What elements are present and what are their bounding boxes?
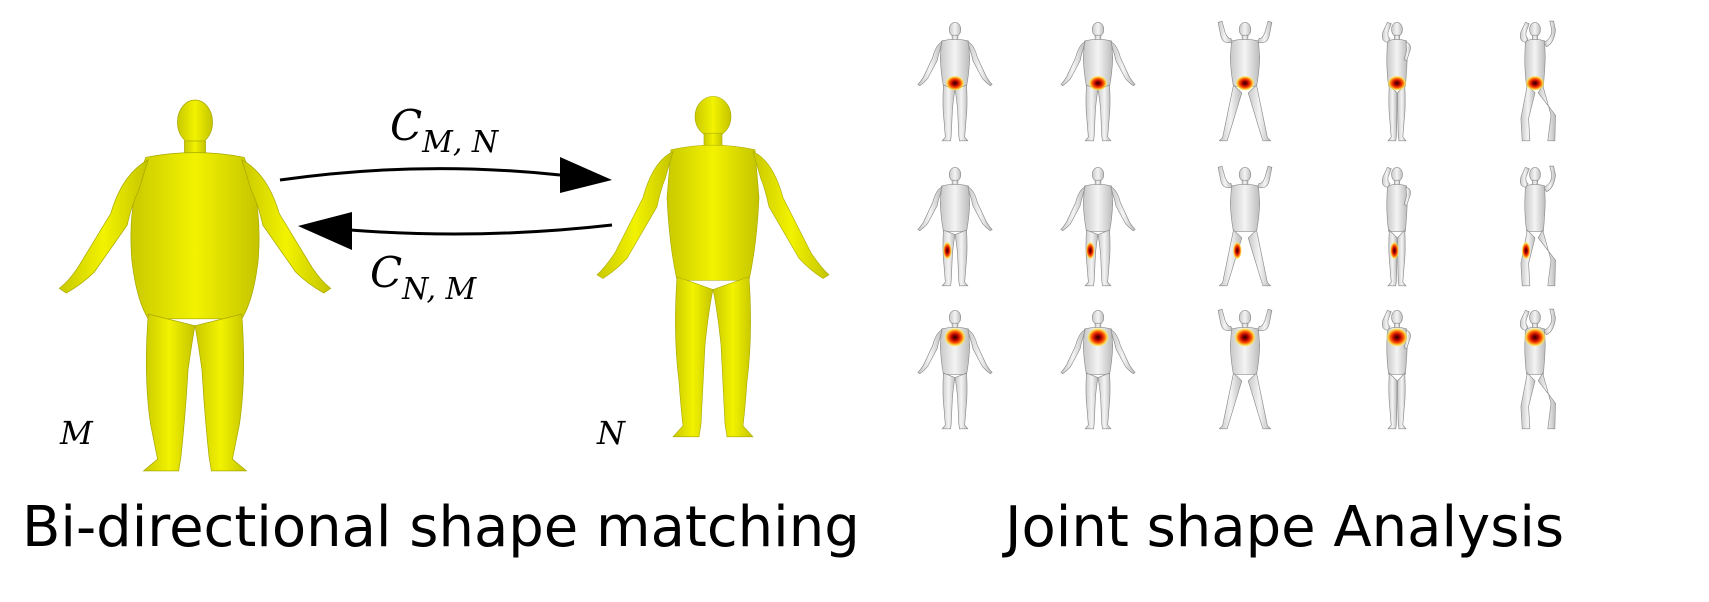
arrow-backward (298, 212, 612, 250)
heat-spot-pelvis (1088, 76, 1107, 91)
heat-spot-pelvis (1235, 76, 1254, 91)
shape-pelvis-2 (1061, 22, 1135, 140)
heat-spot-pelvis (1387, 76, 1406, 91)
heat-spot-chest (1234, 328, 1256, 347)
right-panel-grid (918, 21, 1556, 429)
heat-spot-knee (1390, 242, 1399, 260)
shape-chest-5 (1520, 309, 1555, 429)
heat-spot-pelvis (1525, 76, 1544, 91)
heat-spot-pelvis (945, 76, 964, 91)
heat-spot-knee (1522, 242, 1531, 260)
map-backward-label: CN, M (370, 248, 478, 307)
shape-chest-1 (918, 310, 992, 428)
heat-spot-knee (1233, 242, 1242, 260)
heat-spot-chest (944, 328, 966, 347)
heat-spot-chest (1386, 328, 1408, 347)
caption-right: Joint shape Analysis (1005, 500, 1564, 556)
shape-knee-1 (918, 167, 992, 285)
shape-knee-2 (1061, 167, 1135, 285)
left-panel: CM, N CN, M M N (59, 96, 829, 471)
heat-spot-chest (1087, 328, 1109, 347)
shape-chest-3 (1218, 309, 1272, 429)
heat-spot-knee (1086, 242, 1095, 260)
shape-n-body (597, 96, 829, 436)
shape-knee-3 (1218, 166, 1272, 286)
shape-pelvis-5 (1520, 21, 1555, 141)
shape-pelvis-3 (1218, 21, 1272, 141)
shape-m-label: M (59, 414, 94, 452)
shape-n-label: N (596, 414, 626, 452)
shape-pelvis-1 (918, 22, 992, 140)
shape-chest-4 (1382, 310, 1410, 428)
shape-knee-5 (1520, 166, 1555, 286)
heat-spot-chest (1524, 328, 1546, 347)
shape-knee-4 (1382, 167, 1410, 285)
shape-pelvis-4 (1382, 22, 1410, 140)
heat-spot-knee (943, 242, 952, 260)
map-forward-label: CM, N (390, 101, 500, 160)
shape-chest-2 (1061, 310, 1135, 428)
caption-left: Bi-directional shape matching (22, 500, 860, 556)
arrow-forward (280, 157, 612, 193)
shape-m-body (59, 100, 330, 471)
